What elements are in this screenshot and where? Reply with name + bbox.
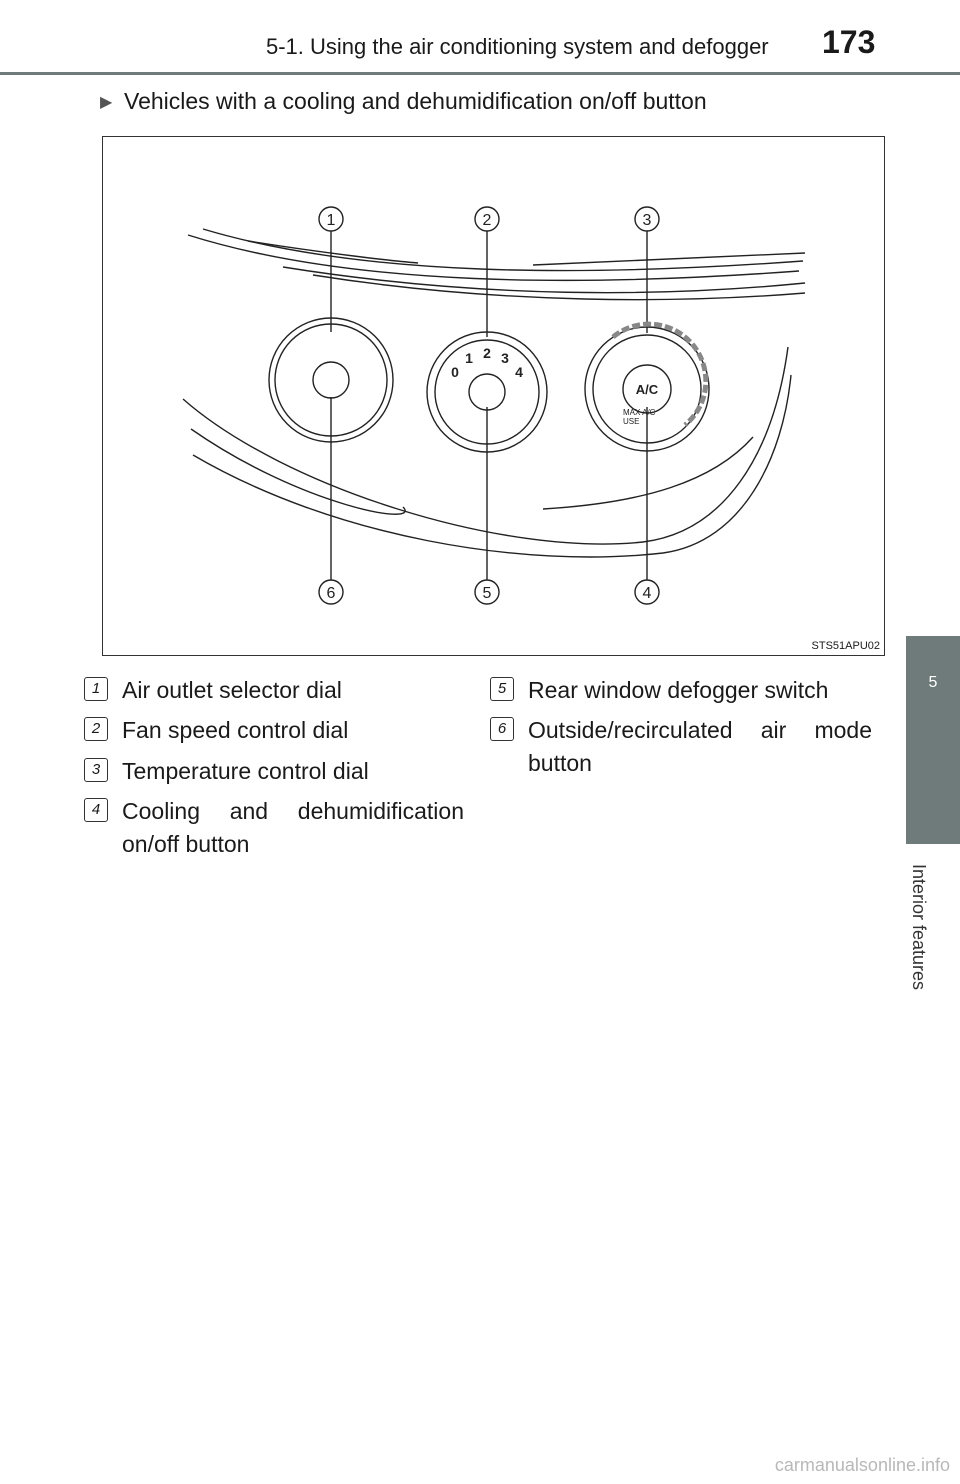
watermark: carmanualsonline.info [774,1455,950,1475]
legend-num-6: 6 [490,717,514,741]
legend-item: 4 Cooling and dehumidification on/off bu… [84,795,464,861]
page-number: 173 [822,24,876,60]
chapter-title: 5-1. Using the air conditioning system a… [266,34,769,59]
legend-text-3: Temperature control dial [122,758,369,784]
fan-scale-0: 0 [451,364,459,380]
max-ac-label: MAX A/C [623,408,656,417]
legend-num-3: 3 [84,758,108,782]
legend-item: 3 Temperature control dial [84,755,464,788]
legend-item: 6 Outside/recirculated air mode button [490,714,872,780]
callout-1: 1 [327,212,336,229]
legend-num-2: 2 [84,717,108,741]
arrow-bullet-icon: ▶ [100,94,113,111]
control-panel-figure: 1 2 3 4 5 6 0 1 2 3 4 A/C MAX A/C USE ST… [102,136,885,656]
legend-text-2: Fan speed control dial [122,717,349,743]
header-rule [0,72,960,75]
figure-code: STS51APU02 [811,640,880,652]
legend-text-5: Rear window defogger switch [528,677,829,703]
chapter-tab-label: Interior features [907,864,951,1114]
chapter-tab-label-text: Interior features [909,864,929,991]
callout-6: 6 [327,585,336,602]
legend-text-1: Air outlet selector dial [122,677,342,703]
callout-2: 2 [483,212,492,229]
chapter-tab-number: 5 [928,674,938,691]
legend-text-6: Outside/recirculated air mode button [528,717,872,776]
fan-scale-2: 2 [483,345,491,361]
chapter-tab: 5 [906,636,960,844]
ac-label: A/C [636,382,659,397]
fan-scale-1: 1 [465,350,473,366]
legend-item: 2 Fan speed control dial [84,714,464,747]
legend-item: 5 Rear window defogger switch [490,674,872,707]
section-heading: Vehicles with a cooling and dehumidifica… [124,88,707,114]
legend-num-5: 5 [490,677,514,701]
legend-item: 1 Air outlet selector dial [84,674,464,707]
callout-5: 5 [483,585,492,602]
fan-scale-4: 4 [515,364,523,380]
control-panel-illustration: 1 2 3 4 5 6 0 1 2 3 4 A/C MAX A/C USE [182,206,806,605]
callout-3: 3 [643,212,652,229]
legend-num-1: 1 [84,677,108,701]
fan-scale-3: 3 [501,350,509,366]
callout-4: 4 [643,585,652,602]
legend-text-4: Cooling and dehumidification on/off butt… [122,798,464,857]
max-ac-use-label: USE [623,417,639,426]
legend-num-4: 4 [84,798,108,822]
